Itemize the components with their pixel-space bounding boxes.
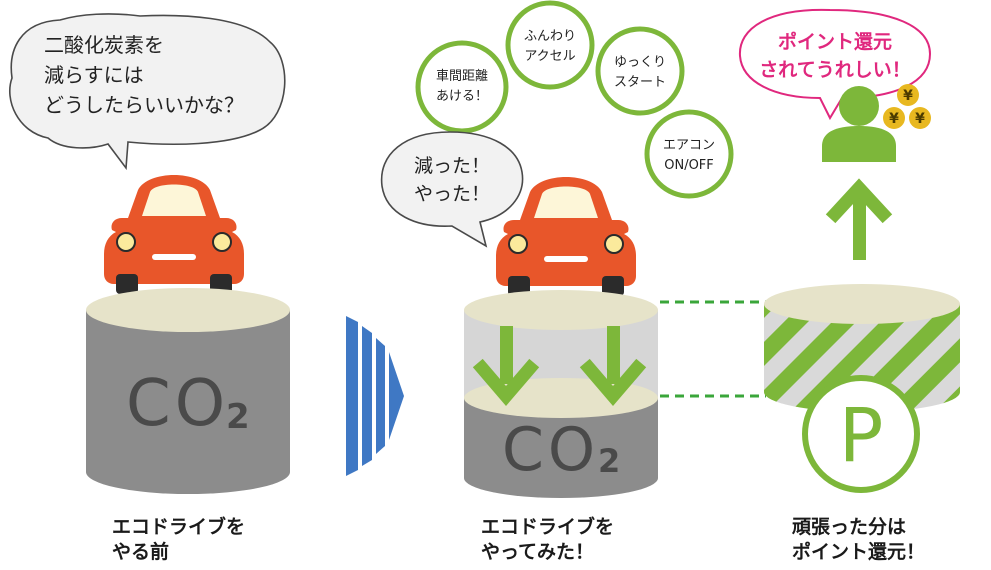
caption-line-1: エコドライブを	[112, 516, 246, 538]
tip-line-1: エアコン	[663, 138, 715, 153]
tip-line-2: ON/OFF	[664, 158, 714, 173]
co2-subscript: 2	[598, 442, 620, 480]
tip-gentle-accel: ふんわり アクセル	[505, 0, 595, 90]
tip-slow-start: ゆっくり スタート	[595, 26, 685, 116]
point-symbol: P	[839, 393, 884, 479]
thought-line-1: 二酸化炭素を	[44, 33, 164, 57]
tip-line-2: あける！	[436, 89, 488, 104]
car-icon	[496, 177, 636, 296]
thought-line-3: どうしたらいいかな？	[44, 93, 244, 117]
yen-coin-icon: ¥	[897, 84, 919, 106]
point-badge-icon: P	[802, 375, 920, 493]
up-arrow-icon	[825, 178, 893, 260]
speech-line-1: ポイント還元	[778, 30, 892, 53]
co2-label: CO	[502, 415, 599, 485]
speech-line-2: されてうれしい！	[759, 59, 910, 81]
tip-line-1: ゆっくり	[614, 55, 666, 70]
co2-label: CO	[126, 367, 229, 441]
chevron-arrow-icon	[346, 316, 404, 476]
caption-points: 頑張った分は ポイント還元！	[792, 515, 925, 565]
caption-after: エコドライブを やってみた！	[481, 515, 614, 565]
tip-line-2: スタート	[614, 75, 666, 90]
caption-line-2: やる前	[112, 541, 170, 563]
yen-coin-icon: ¥	[883, 107, 905, 129]
co2-subscript: 2	[226, 397, 250, 437]
coin-symbol: ¥	[903, 88, 913, 104]
down-arrow-icon	[472, 326, 540, 406]
caption-line-2: ポイント還元！	[792, 541, 926, 563]
coin-symbol: ¥	[915, 111, 925, 127]
tip-line-1: 車間距離	[436, 69, 488, 84]
caption-line-1: 頑張った分は	[792, 516, 907, 538]
tip-line-2: アクセル	[524, 49, 575, 64]
tip-line-1: ふんわり	[524, 29, 576, 44]
caption-line-2: やってみた！	[481, 541, 595, 563]
thought-line-2: 減らすには	[44, 63, 144, 87]
yen-coin-icon: ¥	[909, 107, 931, 129]
speech-line-2: やった！	[414, 183, 490, 205]
person-icon	[822, 86, 896, 162]
tip-aircon: エアコン ON/OFF	[644, 109, 734, 199]
co2-cylinder-before: CO 2	[86, 288, 290, 494]
car-icon	[104, 175, 244, 294]
down-arrow-icon	[579, 326, 647, 406]
points-cylinder	[764, 284, 960, 412]
speech-bubble-reduced: 減った！ やった！	[380, 131, 524, 248]
caption-before: エコドライブを やる前	[112, 515, 245, 565]
speech-bubble-happy: ポイント還元 されてうれしい！	[738, 8, 932, 121]
co2-cylinder-after: CO 2	[464, 290, 658, 498]
caption-line-1: エコドライブを	[481, 516, 615, 538]
speech-line-1: 減った！	[414, 155, 490, 177]
tip-keep-distance: 車間距離 あける！	[415, 40, 509, 134]
coin-symbol: ¥	[889, 111, 899, 127]
thought-bubble: 二酸化炭素を 減らすには どうしたらいいかな？	[8, 13, 286, 171]
